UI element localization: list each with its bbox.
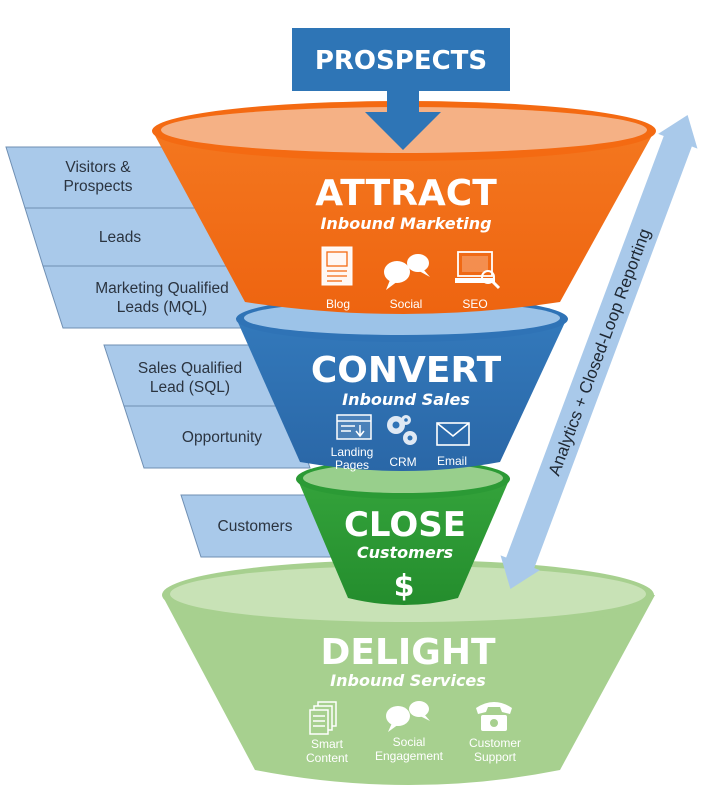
stage-label: Leads [99,229,141,246]
icon-label: Smart [311,737,344,751]
icon-label: Social [390,297,423,311]
convert-subtitle: Inbound Sales [342,390,470,409]
social-engagement-icon [386,701,430,732]
stage-label: Leads (MQL) [117,299,207,316]
delight-section: DELIGHT Inbound Services Smart Content S… [162,560,655,785]
seo-icon [455,251,501,290]
attract-title: ATTRACT [315,173,497,214]
icon-label: Social [393,735,426,749]
stage-label: Visitors & [65,159,131,176]
email-icon [436,422,470,446]
stage-label: Marketing Qualified [95,280,229,297]
delight-title: DELIGHT [320,632,495,673]
stage-label: Lead (SQL) [150,379,230,396]
stage-label: Prospects [64,178,133,195]
icon-label: Blog [326,297,350,311]
icon-label: CRM [389,455,416,469]
close-top [303,463,503,493]
smart-content-icon [309,701,337,735]
prospects-banner [292,28,510,91]
icon-label: Customer [469,736,521,750]
dollar-icon: $ [394,569,415,604]
crm-icon [387,415,417,445]
icon-label: SEO [462,297,487,311]
customer-support-icon [476,702,512,731]
close-title: CLOSE [344,505,466,545]
icon-label: Content [306,751,349,765]
convert-title: CONVERT [311,350,502,391]
delight-subtitle: Inbound Services [330,671,486,690]
delight-funnel-body [162,595,655,785]
feedback-arrow-shape [500,115,698,589]
attract-funnel-body [152,130,655,314]
stage-label: Customers [218,518,293,535]
icon-label: Pages [335,458,369,472]
prospects-label: PROSPECTS [315,46,487,76]
icon-label: Support [474,750,517,764]
attract-subtitle: Inbound Marketing [320,214,491,233]
close-section: CLOSE Customers $ [296,459,510,605]
landing-pages-icon [336,414,372,440]
prospects-down-arrow [365,90,441,150]
close-funnel-body [297,478,510,605]
prospects-box: PROSPECTS [292,28,510,150]
stage-band-opportunity [123,405,311,469]
stage-label: Opportunity [182,429,262,446]
convert-funnel-body [236,318,567,471]
stage-label: Sales Qualified [138,360,242,377]
attract-section: ATTRACT Inbound Marketing Blog Social [152,101,656,314]
icon-label: Email [437,454,467,468]
close-subtitle: Customers [357,543,453,562]
blog-icon [321,246,353,286]
icon-label: Engagement [375,749,444,763]
convert-section: CONVERT Inbound Sales Landing Pages CRM … [236,296,568,472]
icon-label: Landing [331,445,374,459]
social-icon [384,254,430,290]
